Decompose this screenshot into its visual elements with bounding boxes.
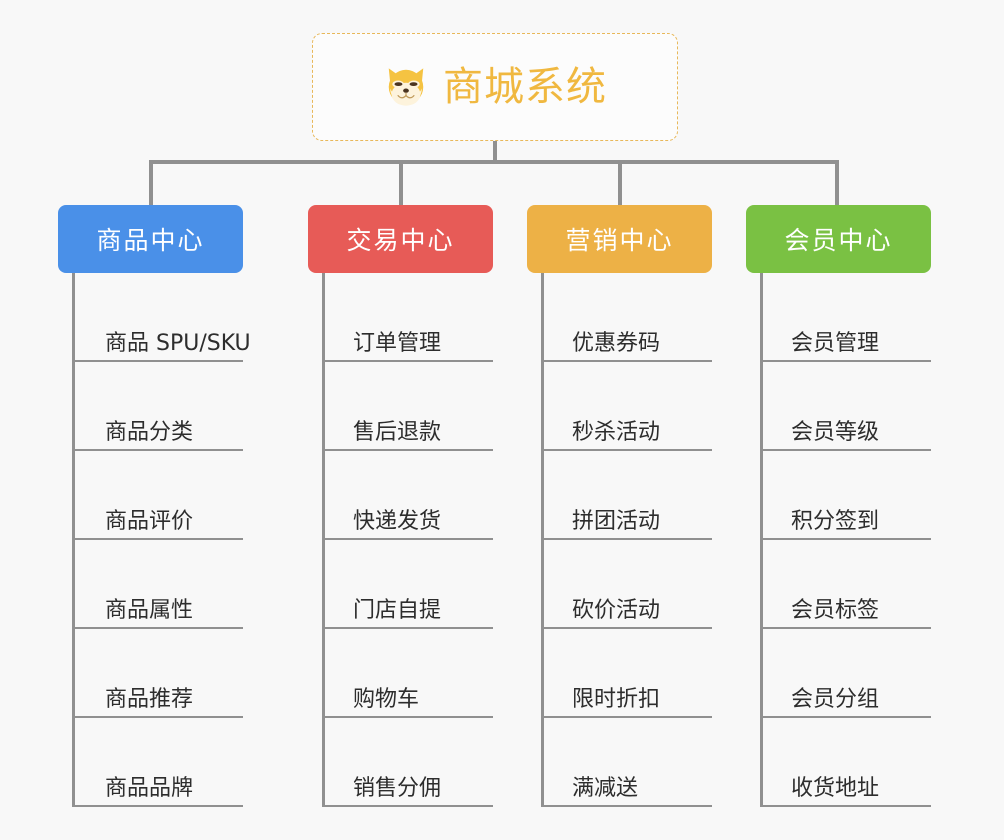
- leaf-label: 商品推荐: [105, 686, 194, 712]
- leaf-item[interactable]: 商品推荐: [75, 629, 243, 718]
- branch-head-label-3: 会员中心: [784, 226, 893, 255]
- leaf-item[interactable]: 商品 SPU/SKU: [75, 273, 251, 362]
- leaf-item[interactable]: 门店自提: [325, 540, 493, 629]
- leaf-item[interactable]: 限时折扣: [544, 629, 712, 718]
- leaf-label: 商品分类: [105, 419, 194, 445]
- branch-head-3[interactable]: 会员中心: [746, 205, 931, 273]
- leaf-label: 会员管理: [791, 330, 880, 356]
- branch-head-1[interactable]: 交易中心: [308, 205, 493, 273]
- branch-column-2: 营销中心 优惠券码 秒杀活动 拼团活动 砍价活动 限时折扣 满减送: [527, 205, 712, 807]
- leaf-label: 满减送: [572, 775, 639, 801]
- leaf-item[interactable]: 拼团活动: [544, 451, 712, 540]
- leaf-item[interactable]: 快递发货: [325, 451, 493, 540]
- leaf-item[interactable]: 会员等级: [763, 362, 931, 451]
- leaf-label: 限时折扣: [572, 686, 661, 712]
- leaf-list-1: 订单管理 售后退款 快递发货 门店自提 购物车 销售分佣: [322, 273, 493, 807]
- leaf-label: 会员分组: [791, 686, 880, 712]
- leaf-label: 商品 SPU/SKU: [105, 330, 251, 356]
- leaf-label: 砍价活动: [572, 597, 661, 623]
- leaf-item[interactable]: 商品属性: [75, 540, 243, 629]
- leaf-item[interactable]: 砍价活动: [544, 540, 712, 629]
- branch-head-label-0: 商品中心: [96, 226, 205, 255]
- leaf-label: 拼团活动: [572, 508, 661, 534]
- dog-face-icon: [388, 68, 424, 106]
- leaf-item[interactable]: 商品分类: [75, 362, 243, 451]
- leaf-item[interactable]: 销售分佣: [325, 718, 493, 807]
- leaf-label: 会员等级: [791, 419, 880, 445]
- leaf-list-2: 优惠券码 秒杀活动 拼团活动 砍价活动 限时折扣 满减送: [541, 273, 712, 807]
- leaf-label: 销售分佣: [353, 775, 442, 801]
- leaf-item[interactable]: 收货地址: [763, 718, 931, 807]
- leaf-item[interactable]: 购物车: [325, 629, 493, 718]
- leaf-label: 会员标签: [791, 597, 880, 623]
- leaf-item[interactable]: 商品品牌: [75, 718, 243, 807]
- leaf-label: 商品评价: [105, 508, 194, 534]
- branch-head-label-1: 交易中心: [346, 226, 455, 255]
- branch-head-2[interactable]: 营销中心: [527, 205, 712, 273]
- branch-head-0[interactable]: 商品中心: [58, 205, 243, 273]
- branch-head-label-2: 营销中心: [565, 226, 674, 255]
- leaf-item[interactable]: 会员标签: [763, 540, 931, 629]
- leaf-label: 秒杀活动: [572, 419, 661, 445]
- leaf-label: 商品品牌: [105, 775, 194, 801]
- branch-column-1: 交易中心 订单管理 售后退款 快递发货 门店自提 购物车 销售分佣: [308, 205, 493, 807]
- leaf-label: 优惠券码: [572, 330, 661, 356]
- leaf-item[interactable]: 满减送: [544, 718, 712, 807]
- leaf-item[interactable]: 会员管理: [763, 273, 931, 362]
- leaf-list-3: 会员管理 会员等级 积分签到 会员标签 会员分组 收货地址: [760, 273, 931, 807]
- leaf-label: 商品属性: [105, 597, 194, 623]
- leaf-item[interactable]: 优惠券码: [544, 273, 712, 362]
- leaf-item[interactable]: 秒杀活动: [544, 362, 712, 451]
- leaf-label: 收货地址: [791, 775, 880, 801]
- leaf-item[interactable]: 售后退款: [325, 362, 493, 451]
- leaf-label: 快递发货: [353, 508, 442, 534]
- leaf-list-0: 商品 SPU/SKU 商品分类 商品评价 商品属性 商品推荐 商品品牌: [72, 273, 251, 807]
- leaf-label: 订单管理: [353, 330, 442, 356]
- branch-column-3: 会员中心 会员管理 会员等级 积分签到 会员标签 会员分组 收货地址: [746, 205, 931, 807]
- leaf-label: 门店自提: [353, 597, 442, 623]
- leaf-label: 购物车: [353, 686, 420, 712]
- leaf-label: 售后退款: [353, 419, 442, 445]
- leaf-item[interactable]: 积分签到: [763, 451, 931, 540]
- leaf-item[interactable]: 会员分组: [763, 629, 931, 718]
- root-title: 商城系统: [443, 64, 607, 110]
- root-node[interactable]: 商城系统: [312, 33, 678, 141]
- leaf-item[interactable]: 订单管理: [325, 273, 493, 362]
- branch-column-0: 商品中心 商品 SPU/SKU 商品分类 商品评价 商品属性 商品推荐 商品品牌: [58, 205, 251, 807]
- leaf-item[interactable]: 商品评价: [75, 451, 243, 540]
- leaf-label: 积分签到: [791, 508, 880, 534]
